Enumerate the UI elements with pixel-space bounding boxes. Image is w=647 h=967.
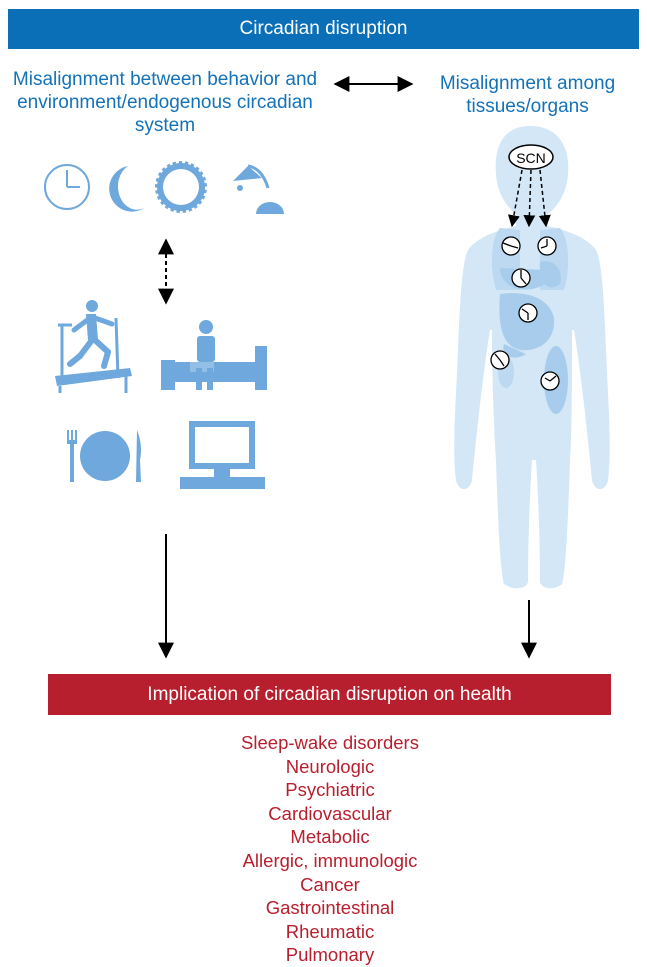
health-outcomes-list: Sleep-wake disorders Neurologic Psychiat… <box>140 731 520 967</box>
lamp-icon <box>233 164 284 214</box>
outcome-item: Sleep-wake disorders <box>241 732 419 753</box>
stomach <box>539 261 561 288</box>
outcome-item: Gastrointestinal <box>265 897 395 919</box>
clock-icon <box>44 164 90 210</box>
plate-and-cutlery-icon <box>67 430 141 482</box>
scn-node <box>508 144 554 170</box>
organ-clock <box>540 371 560 391</box>
person-on-bed-icon <box>161 320 267 390</box>
behavior-misalignment-caption: Misalignment between behavior and enviro… <box>12 69 318 136</box>
moon-icon <box>109 166 146 212</box>
outcome-item: Cardiovascular <box>268 802 392 824</box>
organ-clock <box>537 236 557 256</box>
outcome-item: Rheumatic <box>285 920 375 942</box>
organ-clock <box>511 268 531 288</box>
scn-dashed-arrows <box>507 169 551 228</box>
health-implication-header: Implication of circadian disruption on h… <box>48 674 611 715</box>
computer-monitor-icon <box>180 421 265 489</box>
treadmill-runner-icon <box>55 300 132 393</box>
sun-icon <box>153 159 209 215</box>
human-body-silhouette <box>454 126 610 589</box>
organ-clock <box>518 303 538 323</box>
header-title: Circadian disruption <box>239 18 408 39</box>
outcome-item: Neurologic <box>285 755 375 777</box>
tissue-misalignment-caption: Misalignment among tissues/organs <box>439 73 616 117</box>
organ-clock <box>501 236 521 256</box>
colon <box>503 344 526 358</box>
outcome-item: Cancer <box>300 873 360 895</box>
outcome-item: Allergic, immunologic <box>242 849 418 871</box>
outcome-item: Pulmonary <box>285 944 375 966</box>
organ-clock <box>490 350 510 370</box>
outcome-item: Psychiatric <box>285 779 375 801</box>
outcome-item: Metabolic <box>290 826 370 848</box>
scn-label: SCN <box>516 150 546 166</box>
circadian-disruption-header: Circadian disruption <box>8 9 639 49</box>
footer-title: Implication of circadian disruption on h… <box>147 683 512 705</box>
